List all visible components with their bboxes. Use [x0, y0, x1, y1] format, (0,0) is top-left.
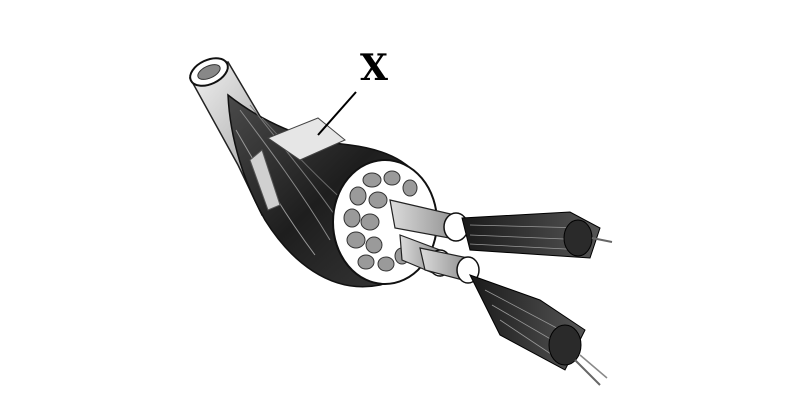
label-x-pointer: [317, 91, 357, 136]
muscle-fibers-lower: [468, 274, 608, 386]
fascicle-bundles: [389, 199, 480, 284]
epimysium-sheath: [249, 117, 346, 211]
label-x: X: [360, 47, 388, 89]
muscle-fibers-upper: [461, 211, 613, 259]
fascicle-profiles: [343, 170, 418, 272]
